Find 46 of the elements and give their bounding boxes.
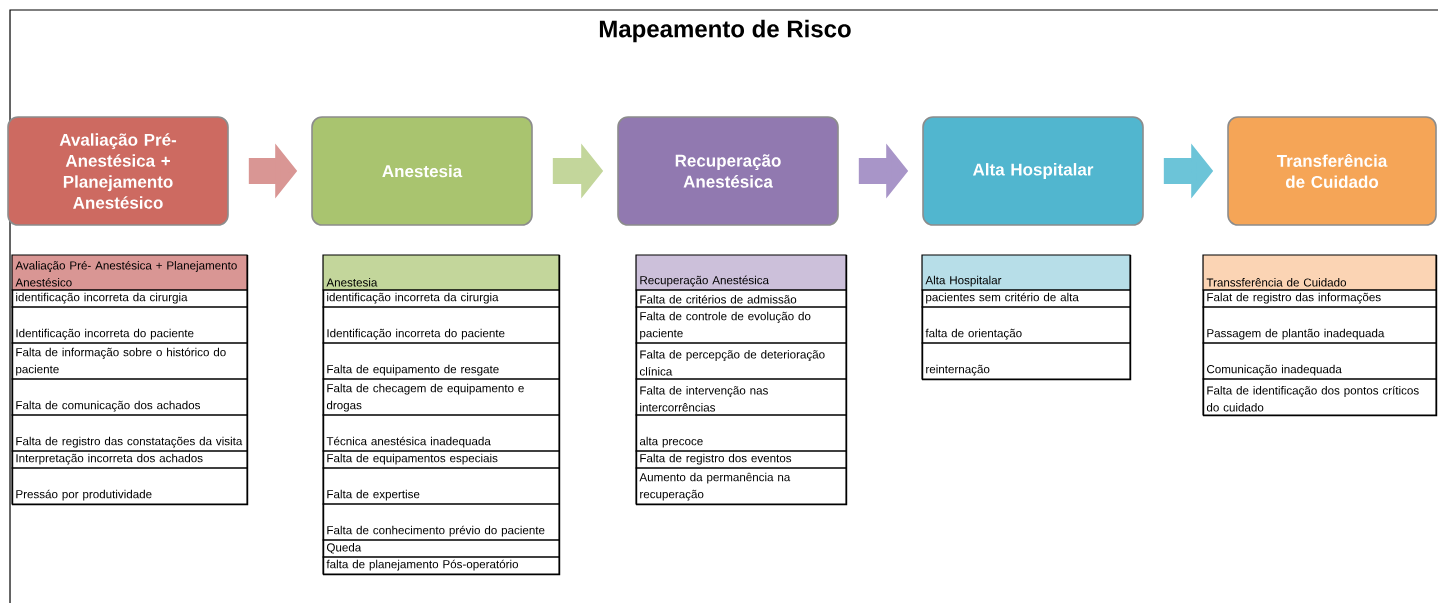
table-cell: Falta de checagem de equipamento e drogas (322, 378, 560, 416)
process-box: Alta Hospitalar (922, 116, 1144, 226)
risk-table (1202, 254, 1438, 417)
process-box: Recuperação Anestésica (617, 116, 839, 226)
table-cell: Identificação incorreta do paciente (322, 306, 560, 344)
process-box: Anestesia (311, 116, 533, 226)
table-cell: Falta de intervenção nas intercorrências (635, 378, 847, 416)
table-cell: Comunicação inadequada (1202, 342, 1437, 380)
table-cell: Falta de identificação dos pontos críticos do cuidado (1202, 378, 1437, 416)
table-cell: identificação incorreta da cirurgia (11, 289, 248, 308)
table-header: Recuperação Anestésica (635, 254, 847, 291)
table-cell: Falta de registro das constatações da visita (11, 414, 248, 452)
table-cell: falta de planejamento Pós-operatório (322, 556, 560, 575)
table-cell: alta precoce (635, 414, 847, 452)
risk-table (635, 254, 848, 506)
table-cell: Falta de conhecimento prévio do paciente (322, 503, 560, 541)
table-header: Transsferência de Cuidado (1202, 254, 1437, 291)
table-cell: Pressáo por produtividade (11, 467, 248, 505)
table-cell: Falta de comunicação dos achados (11, 378, 248, 416)
table-cell: Identificação incorreta do paciente (11, 306, 248, 344)
table-cell: Técnica anestésica inadequada (322, 414, 560, 452)
table-header: Alta Hospitalar (921, 254, 1131, 291)
title: Mapeamento de Risco (599, 19, 851, 43)
risk-table (322, 254, 561, 576)
table-cell: Falta de equipamento de resgate (322, 342, 560, 380)
table-cell: pacientes sem critério de alta (921, 289, 1131, 308)
table-header: Anestesia (322, 254, 560, 291)
table-cell: identificação incorreta da cirurgia (322, 289, 560, 308)
table-cell: Falta de critérios de admissão (635, 289, 847, 308)
table-cell: Falta de informação sobre o histórico do paciente (11, 342, 248, 380)
table-cell: Interpretação incorreta dos achados (11, 450, 248, 469)
table-cell: Falat de registro das informações (1202, 289, 1437, 308)
table-cell: Falta de expertise (322, 467, 560, 505)
table-cell: Aumento da permanência na recuperação (635, 467, 847, 505)
table-cell: Falta de percepção de deterioração clínica (635, 342, 847, 380)
table-cell: Passagem de plantão inadequada (1202, 306, 1437, 344)
table-cell: Falta de controle de evolução do paciente (635, 306, 847, 344)
table-cell: falta de orientação (921, 306, 1131, 344)
table-cell: Queda (322, 539, 560, 558)
risk-table (921, 254, 1132, 381)
table-cell: Falta de registro dos eventos (635, 450, 847, 469)
table-cell: reinternação (921, 342, 1131, 380)
process-box: Avaliação Pré- Anestésica + Planejamento Anestésico (7, 116, 229, 226)
risk-table (11, 254, 249, 506)
process-box: Transferência de Cuidado (1227, 116, 1437, 226)
table-cell: Falta de equipamentos especiais (322, 450, 560, 469)
